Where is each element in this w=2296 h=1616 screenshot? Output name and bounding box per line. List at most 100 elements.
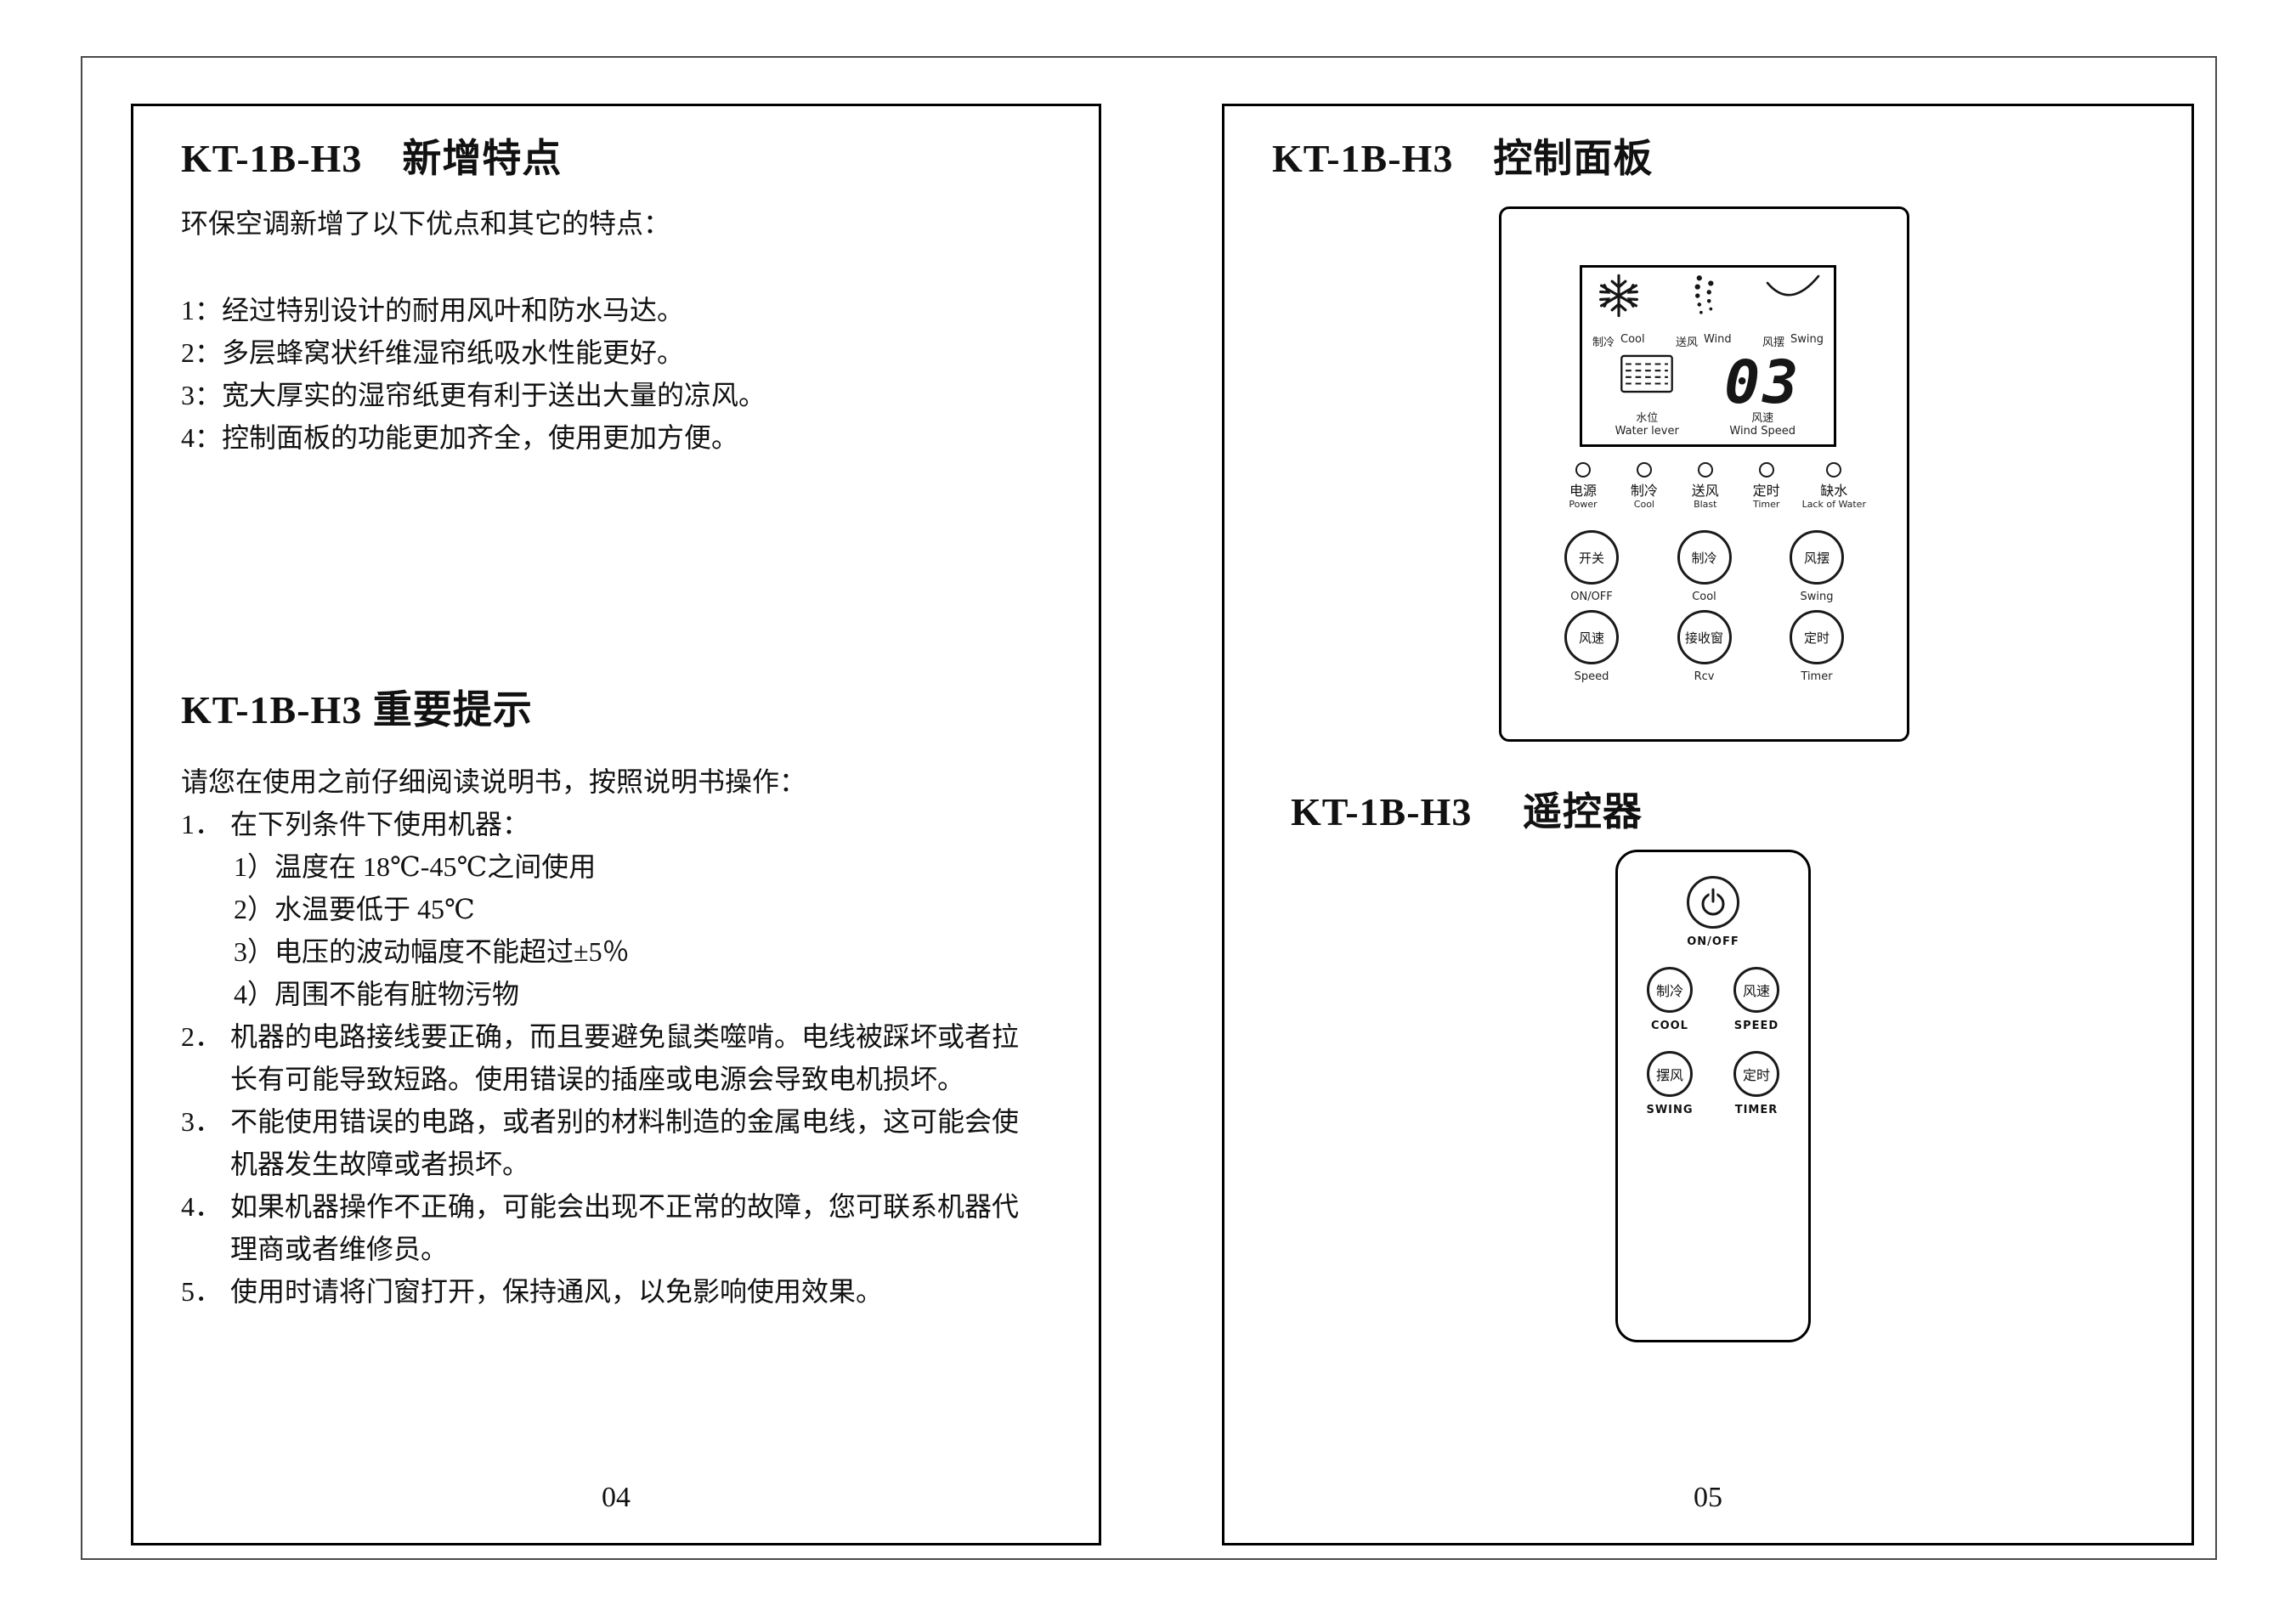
panel-button-row-1: 开关 ON/OFF 制冷 Cool 风摆 Swing [1551,530,1858,603]
notice-item: 4． 如果机器操作不正确，可能会出现不正常的故障，您可联系机器代理商或者维修员。 [181,1185,1039,1270]
notice-item-number: 1． [181,809,223,840]
indicator-label-zh: 送风 [1691,483,1719,499]
panel-onoff-button: 开关 ON/OFF [1551,530,1632,603]
lcd-cool-cell: 制冷 Cool [1592,271,1645,351]
panel-receiver-window: 接收窗 Rcv [1664,610,1745,683]
lcd-status-row: 水位 Water lever 03 风速 Wind Speed [1582,353,1834,441]
snowflake-icon [1598,274,1638,318]
feature-list: 1：经过特别设计的耐用风叶和防水马达。 2：多层蜂窝状纤维湿帘纸吸水性能更好。 … [181,289,1039,459]
control-panel-diagram: 制冷 Cool 送风 [1499,206,1909,742]
swing-arc-icon [1766,274,1820,297]
indicator-power: 电源 Power [1558,462,1609,511]
power-icon [1701,888,1725,916]
timer-led-icon [1758,462,1774,477]
condition-item: 3）电压的波动幅度不能超过±5％ [234,936,630,968]
notice-list: 1． 在下列条件下使用机器： 1）温度在 18℃-45℃之间使用 2）水温要低于… [181,803,1039,1313]
lcd-swing-label-en: Swing [1790,333,1824,346]
panel-speed-button: 风速 Speed [1551,610,1632,683]
lcd-swing-label-zh: 风摆 [1762,336,1784,349]
notice-item: 2． 机器的电路接线要正确，而且要避免鼠类噬啃。电线被踩坏或者拉长有可能导致短路… [181,1015,1039,1100]
notice-section-title: KT-1B-H3 重要提示 [181,688,533,732]
notice-item-number: 4． [181,1191,223,1223]
remote-speed-button-face: 风速 [1733,967,1779,1013]
indicator-label-en: Timer [1752,499,1780,510]
panel-swing-button: 风摆 Swing [1776,530,1858,603]
remote-button-row-2: 摆风 SWING 定时 TIMER [1618,1051,1808,1116]
lcd-speed-label: 风速 Wind Speed [1729,412,1796,438]
remote-power-button: ON/OFF [1618,876,1808,948]
remote-cool-button-face: 制冷 [1647,967,1693,1013]
panel-timer-button-label: Timer [1801,670,1833,683]
lcd-water-cell: 水位 Water lever [1615,353,1679,439]
remote-cool-button: 制冷 COOL [1640,967,1699,1032]
lcd-display: 制冷 Cool 送风 [1580,265,1836,447]
remote-swing-button: 摆风 SWING [1640,1051,1699,1116]
control-panel-section-title: KT-1B-H3 控制面板 [1272,137,1654,180]
remote-timer-button: 定时 TIMER [1727,1051,1786,1116]
lcd-cool-label-en: Cool [1620,333,1645,346]
lcd-swing-label: 风摆 Swing [1762,333,1824,349]
panel-onoff-button-label: ON/OFF [1570,590,1613,603]
lcd-water-label-zh: 水位 [1636,412,1659,425]
remote-cool-button-label: COOL [1651,1020,1688,1032]
condition-item: 1）温度在 18℃-45℃之间使用 [234,851,597,883]
notice-item-text: 使用时请将门窗打开，保持通风，以免影响使用效果。 [230,1276,884,1308]
manual-page-05: KT-1B-H3 控制面板 [1222,104,2194,1545]
page-number: 05 [1694,1482,1722,1513]
panel-cool-button: 制冷 Cool [1664,530,1745,603]
remote-button-row-1: 制冷 COOL 风速 SPEED [1618,967,1808,1032]
panel-speed-button-label: Speed [1574,670,1609,683]
remote-speed-button-label: SPEED [1733,1020,1779,1032]
notice-item-number: 5． [181,1276,223,1308]
lcd-water-label: 水位 Water lever [1615,412,1679,438]
notice-item-text: 在下列条件下使用机器： [230,809,530,840]
notice-item: 3． 不能使用错误的电路，或者别的材料制造的金属电线，这可能会使机器发生故障或者… [181,1100,1039,1185]
wind-speed-value: 03 [1724,347,1801,417]
indicator-cool: 制冷 Cool [1619,462,1670,511]
remote-section-title: KT-1B-H3 遥控器 [1291,790,1643,833]
panel-timer-button: 定时 Timer [1776,610,1858,683]
remote-power-label: ON/OFF [1687,935,1739,948]
lcd-speed-cell: 03 风速 Wind Speed [1724,353,1801,439]
notice-item-text: 不能使用错误的电路，或者别的材料制造的金属电线，这可能会使机器发生故障或者损坏。 [230,1106,1020,1180]
panel-cool-button-face: 制冷 [1677,530,1732,585]
lcd-wind-cell: 送风 Wind [1676,271,1732,351]
indicator-label-en: Lack of Water [1801,499,1866,510]
remote-swing-button-face: 摆风 [1647,1051,1693,1097]
indicator-timer: 定时 Timer [1741,462,1792,511]
lcd-swing-cell: 风摆 Swing [1762,271,1824,351]
panel-button-row-2: 风速 Speed 接收窗 Rcv 定时 Timer [1551,610,1858,683]
cool-led-icon [1636,462,1652,477]
lcd-cool-label: 制冷 Cool [1592,333,1645,349]
right-page-content: KT-1B-H3 控制面板 [1224,106,2191,182]
indicator-row: 电源 Power 制冷 Cool 送风 Blast 定时 Timer 缺水 [1558,462,1866,511]
features-intro: 环保空调新增了以下优点和其它的特点： [181,208,671,240]
lcd-wind-label-en: Wind [1703,333,1732,346]
notice-item: 1． 在下列条件下使用机器： [181,803,1039,845]
indicator-lack-of-water: 缺水 Lack of Water [1802,462,1866,511]
notice-item-text: 机器的电路接线要正确，而且要避免鼠类噬啃。电线被踩坏或者拉长有可能导致短路。使用… [230,1021,1020,1095]
wind-dots-icon [1694,275,1714,314]
notice-item-number: 3． [181,1106,223,1138]
remote-control-diagram: ON/OFF 制冷 COOL 风速 SPEED 摆风 SWING 定时 TIME… [1615,850,1811,1342]
features-section-title: KT-1B-H3 新增特点 [181,137,563,180]
manual-page-04: KT-1B-H3 新增特点 环保空调新增了以下优点和其它的特点： 1：经过特别设… [131,104,1101,1545]
lcd-cool-label-zh: 制冷 [1592,336,1615,349]
indicator-label-en: Power [1569,499,1598,510]
notice-item-number: 2． [181,1021,223,1053]
lcd-mode-row: 制冷 Cool 送风 [1582,268,1834,353]
indicator-label-zh: 缺水 [1820,483,1848,499]
notice-item-text: 如果机器操作不正确，可能会出现不正常的故障，您可联系机器代理商或者维修员。 [230,1191,1020,1265]
remote-timer-button-face: 定时 [1733,1051,1779,1097]
page-number: 04 [602,1482,631,1513]
indicator-label-zh: 制冷 [1630,483,1658,499]
lcd-speed-label-en: Wind Speed [1729,425,1796,438]
feature-item: 4：控制面板的功能更加齐全，使用更加方便。 [181,422,739,454]
lcd-wind-label-zh: 送风 [1675,336,1698,349]
remote-swing-button-label: SWING [1646,1104,1694,1116]
blast-led-icon [1697,462,1713,477]
lcd-water-label-en: Water lever [1615,425,1679,438]
condition-item: 2）水温要低于 45℃ [234,894,475,925]
feature-item: 1：经过特别设计的耐用风叶和防水马达。 [181,295,685,326]
lack-of-water-led-icon [1826,462,1842,477]
